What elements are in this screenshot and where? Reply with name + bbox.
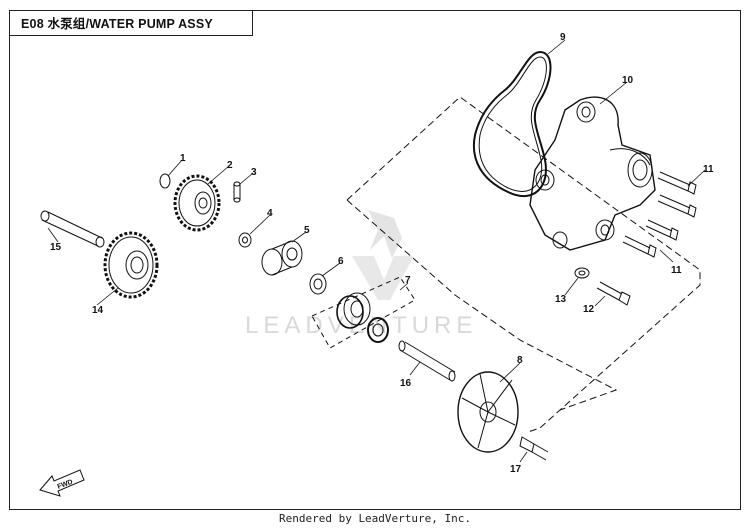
- callout-8: 8: [517, 355, 523, 366]
- part-6-ring: [309, 273, 327, 295]
- part-3-pin: [233, 181, 241, 203]
- assembly-dash-left: [346, 199, 618, 411]
- watermark-text: LEADVENTURE: [245, 312, 477, 339]
- fwd-direction-arrow: FWD: [39, 469, 85, 497]
- callouts: 1 2 3 4 5 6 7 8 9 10 11 11 12 13 14 15 1…: [50, 32, 714, 475]
- part-1-clip: [159, 173, 171, 189]
- part-11-bolts: [622, 171, 697, 258]
- callout-16: 16: [400, 378, 412, 389]
- callout-5: 5: [304, 225, 310, 236]
- part-2-gear: [173, 174, 221, 232]
- callout-13: 13: [555, 294, 567, 305]
- group-7-outline: [311, 276, 416, 349]
- part-10-housing: [529, 96, 656, 251]
- title-box: E08 水泵组/WATER PUMP ASSY: [9, 10, 253, 36]
- part-17-bolt: [519, 436, 549, 461]
- assembly-dash-outline: [346, 96, 701, 433]
- part-4-washer: [238, 232, 252, 248]
- callout-11-lower: 11: [671, 265, 682, 276]
- page-title: E08 水泵组/WATER PUMP ASSY: [21, 17, 213, 31]
- callout-11-upper: 11: [703, 164, 714, 175]
- callout-1: 1: [180, 153, 186, 164]
- callout-4: 4: [267, 208, 273, 219]
- callout-6: 6: [338, 256, 344, 267]
- callout-14: 14: [92, 305, 104, 316]
- part-7-seal: [336, 292, 389, 343]
- part-5-bearing: [261, 240, 303, 276]
- callout-10: 10: [622, 75, 634, 86]
- callout-3: 3: [251, 167, 257, 178]
- callout-15: 15: [50, 242, 62, 253]
- part-13-washer: [574, 267, 590, 279]
- callout-12: 12: [583, 304, 595, 315]
- part-12-bolt: [596, 281, 631, 306]
- part-9-gasket: [472, 50, 552, 198]
- drawing-frame: [9, 10, 741, 510]
- watermark: LEADVENTURE: [245, 210, 477, 339]
- callout-9: 9: [560, 32, 566, 43]
- part-15-shaft: [40, 210, 105, 248]
- callout-2: 2: [227, 160, 233, 171]
- part-14-gear: [103, 231, 159, 299]
- part-16-shaft: [398, 340, 456, 382]
- leader-lines: [47, 39, 706, 463]
- part-8-impeller: [457, 371, 519, 453]
- callout-17: 17: [510, 464, 522, 475]
- callout-7: 7: [405, 275, 411, 286]
- footer-credit: Rendered by LeadVerture, Inc.: [278, 512, 472, 525]
